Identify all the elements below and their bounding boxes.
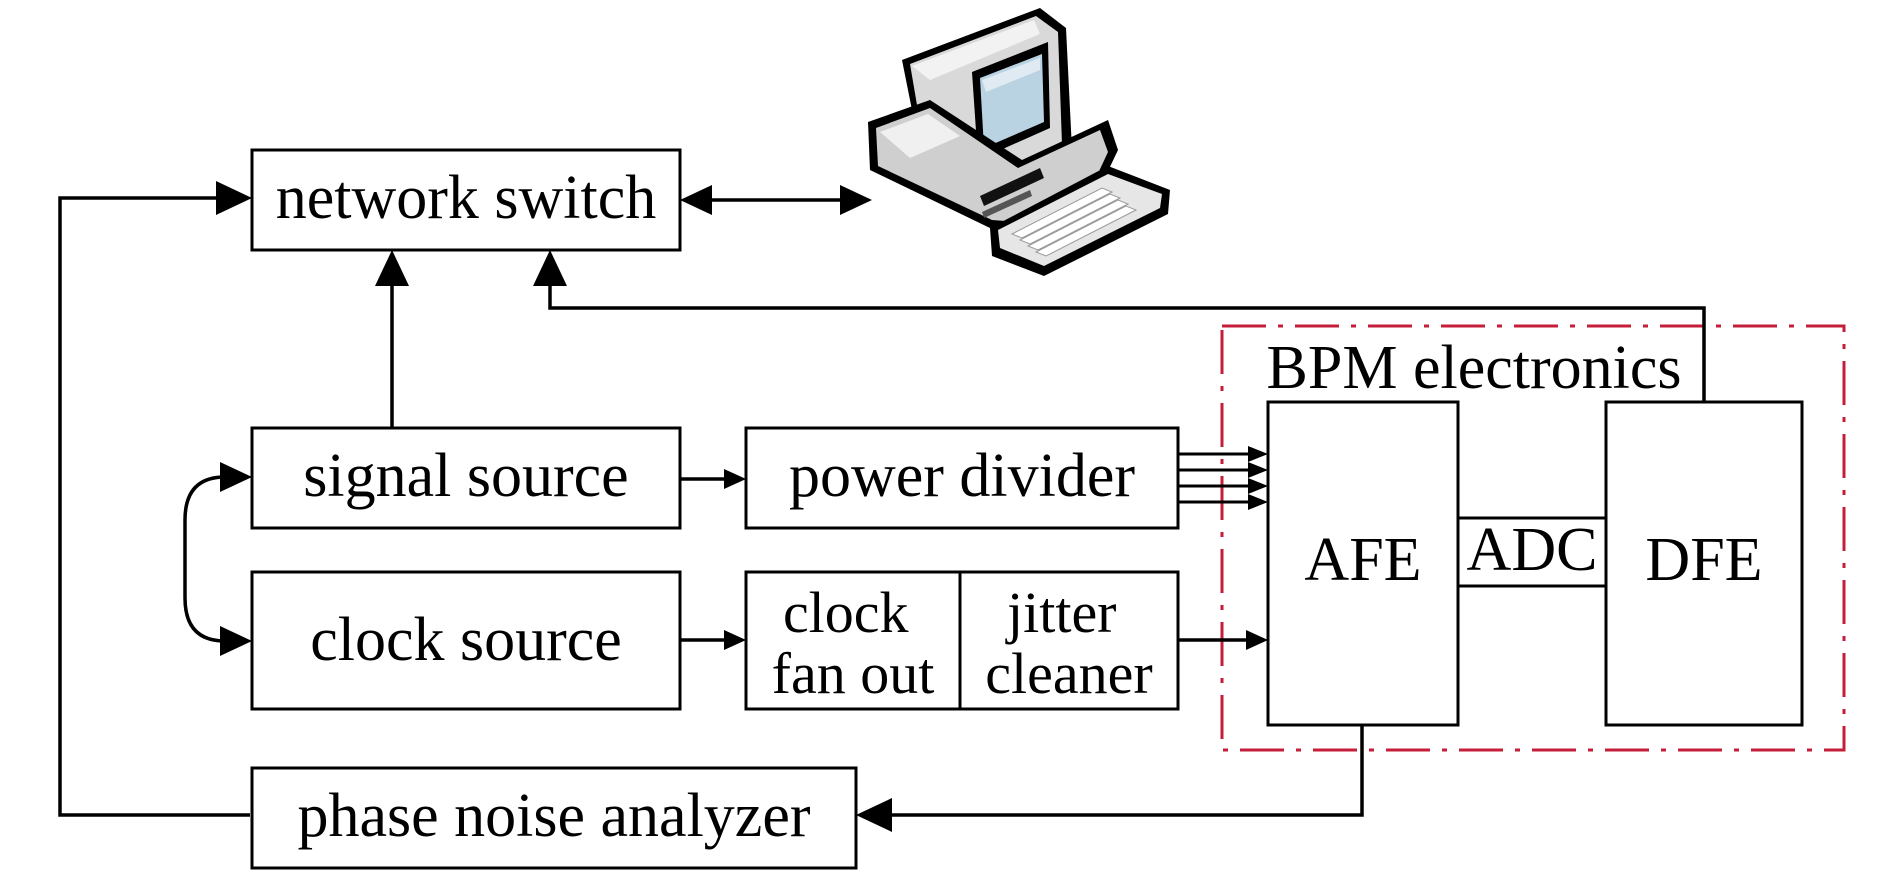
signal-source-label: signal source [303, 442, 628, 510]
network-switch-label: network switch [276, 164, 657, 232]
arrowhead [533, 250, 567, 286]
dfe-box [1604, 400, 1804, 727]
dfe-to-switch-line [548, 280, 1706, 402]
arrowhead [724, 630, 746, 650]
afe-label: AFE [1304, 526, 1421, 594]
clock-source-label: clock source [310, 606, 622, 674]
afe-box [1266, 400, 1460, 727]
analyzer-to-switch-line [58, 196, 250, 817]
arrowhead [375, 250, 409, 286]
clock-source-box [250, 570, 682, 711]
arrowhead [680, 185, 712, 215]
bpm-electronics-enclosure [1220, 324, 1846, 752]
dfe-label: DFE [1645, 526, 1762, 594]
arrowhead [856, 798, 892, 832]
arrowhead [216, 181, 252, 215]
phase-noise-analyzer-box [250, 766, 858, 870]
signal-clock-link [183, 475, 226, 643]
arrowhead [840, 185, 872, 215]
arrowhead [1246, 630, 1268, 650]
jitter-cleaner-label: jitter cleaner [985, 580, 1152, 706]
adc-label: ADC [1467, 516, 1598, 584]
arrowhead [220, 462, 252, 492]
signal-source-box [250, 426, 682, 530]
power-divider-label: power divider [789, 442, 1135, 510]
adc-box [1456, 516, 1608, 588]
arrowhead [220, 626, 252, 656]
afe-to-analyzer-line [880, 725, 1364, 817]
clock-fan-out-label: clock fan out [772, 580, 935, 706]
network-switch-box [250, 148, 682, 252]
computer-icon [868, 8, 1170, 276]
power-divider-box [744, 426, 1180, 530]
clock-fan-out-box [744, 570, 962, 711]
divider-to-afe-lines [1178, 446, 1268, 510]
phase-noise-analyzer-label: phase noise analyzer [298, 782, 811, 850]
arrowhead [724, 469, 746, 489]
bpm-electronics-label: BPM electronics [1267, 334, 1682, 402]
jitter-cleaner-box [958, 570, 1180, 711]
